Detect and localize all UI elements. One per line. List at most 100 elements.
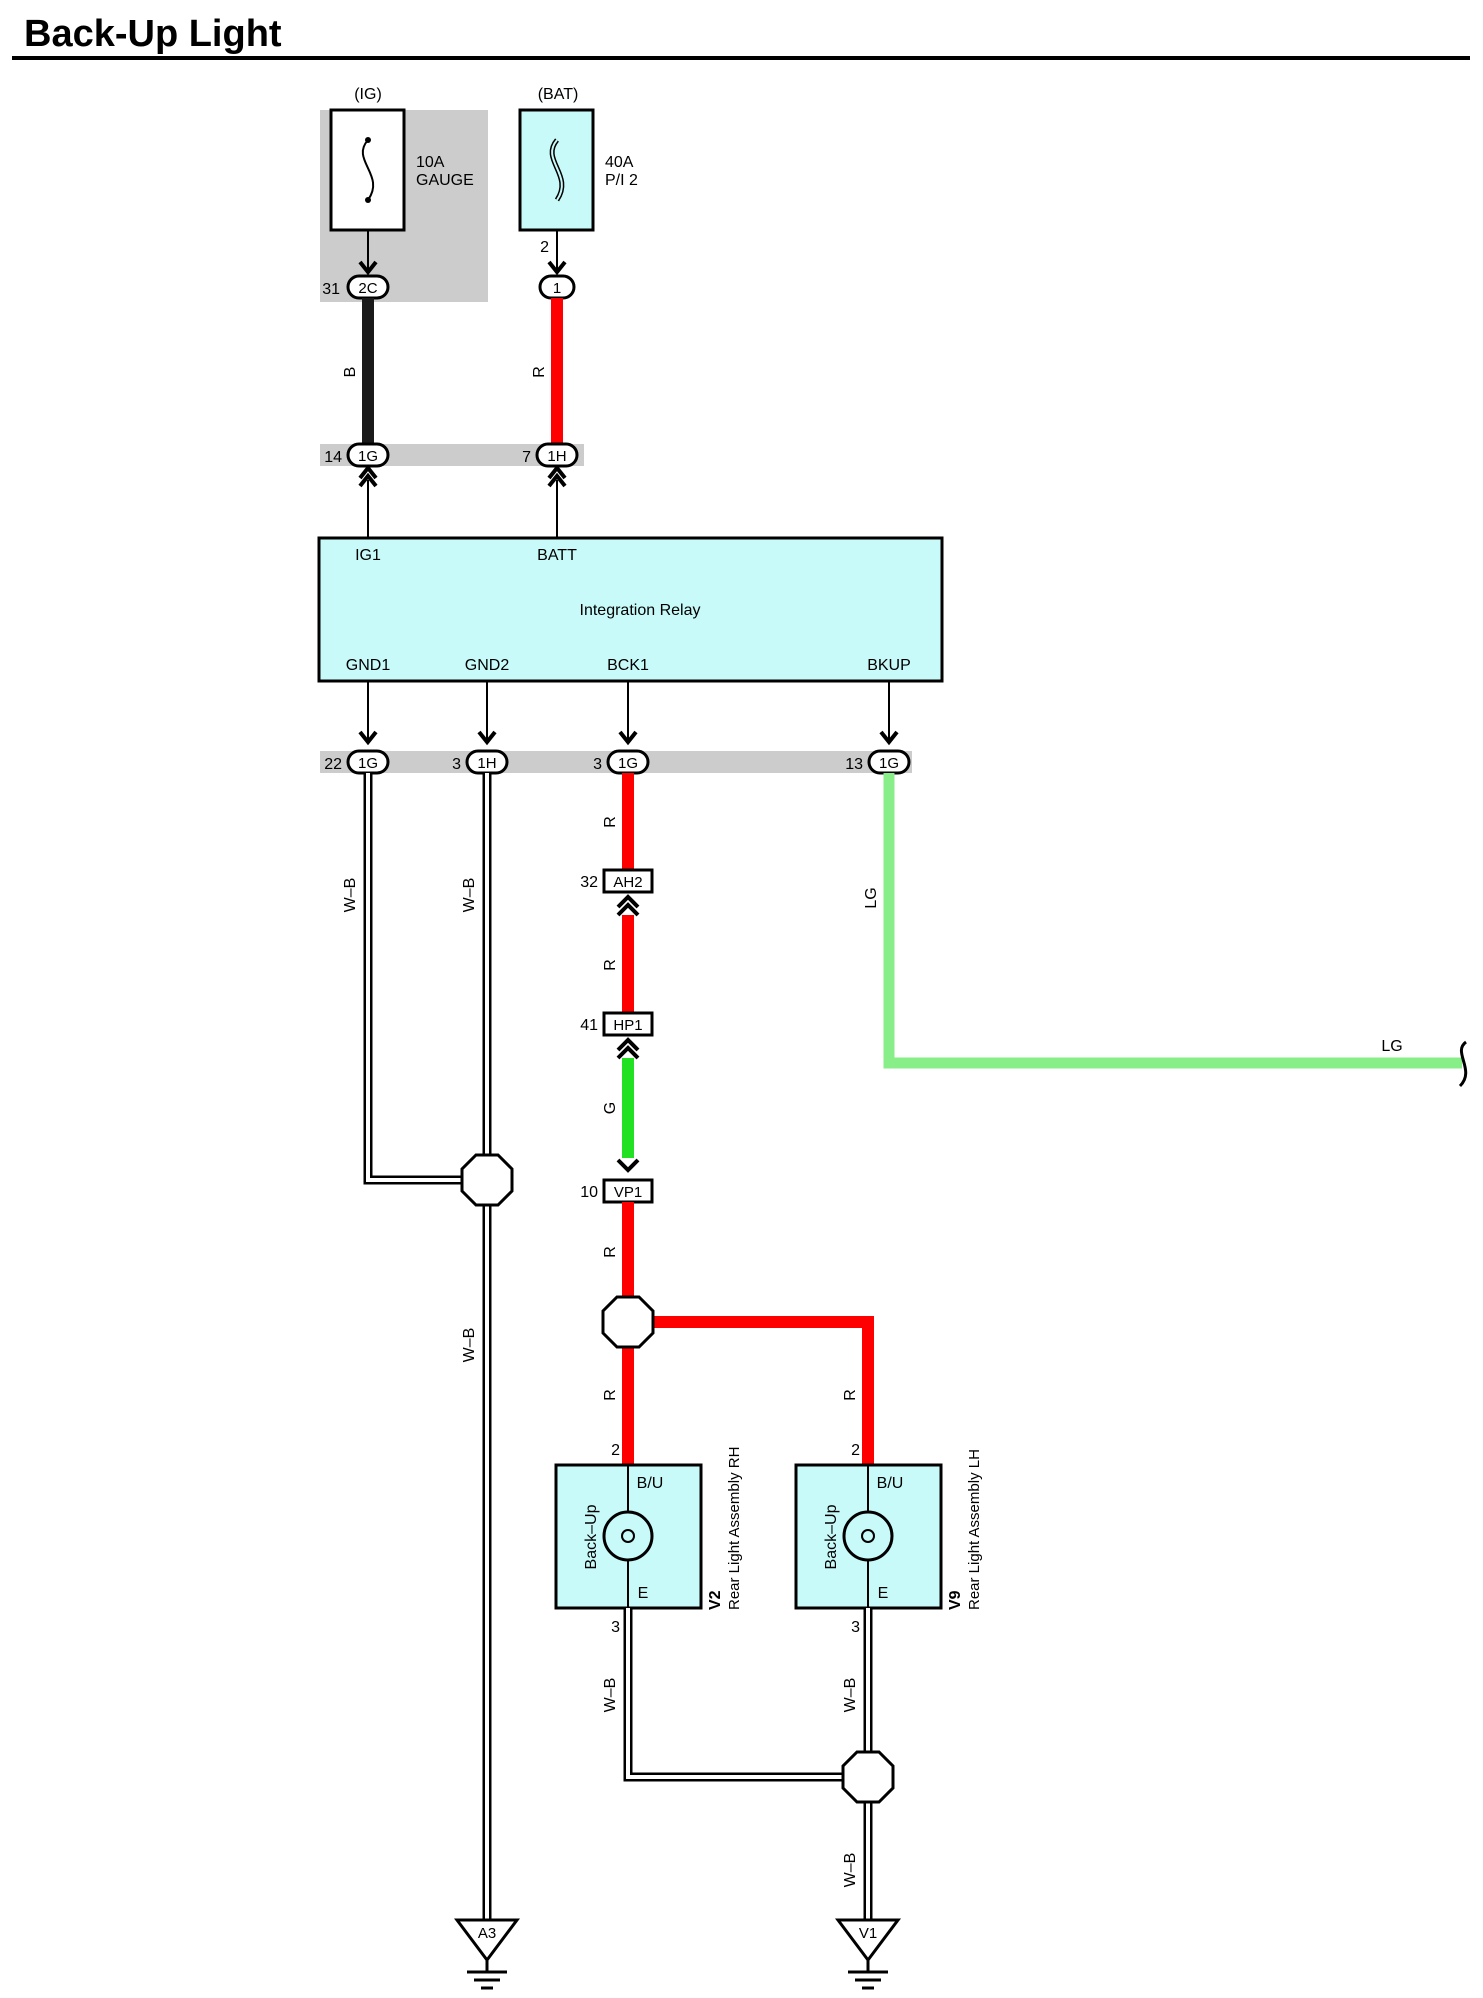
wire-wb-rh <box>623 1608 848 1782</box>
ground-a3-label: A3 <box>478 1925 496 1942</box>
wire-r-label: R <box>602 959 619 971</box>
lamp-lh-pin-top: 2 <box>851 1442 860 1459</box>
lamp-rh-bulb-label: Back–Up <box>583 1504 600 1569</box>
wire-wb-label: W–B <box>342 878 359 913</box>
back-up-bulb-lh <box>842 1510 894 1562</box>
integration-relay <box>317 536 944 683</box>
gauge-fuse <box>329 108 406 232</box>
connector-1g-bck1-pin: 3 <box>593 756 602 773</box>
connector-2c-pin: 31 <box>322 281 340 298</box>
pi2-fuse-rating: 40A <box>605 154 634 171</box>
gauge-fuse-element <box>361 139 375 201</box>
connector-1g-gnd1-label: 1G <box>358 755 378 772</box>
connector-1g-bkup-label: 1G <box>879 755 899 772</box>
plug-arrow <box>616 1045 640 1060</box>
gauge-fuse-name: GAUGE <box>416 172 474 189</box>
pi2-fuse-element-inner <box>551 139 563 201</box>
connector-2c-label: 2C <box>358 280 377 297</box>
ground-v1-label: V1 <box>859 1925 877 1942</box>
connector-1g-bkup-pin: 13 <box>845 756 863 773</box>
relay-gnd2-label: GND2 <box>465 657 510 674</box>
connector-hp1 <box>602 1011 654 1037</box>
wire-wb-label: W–B <box>842 1678 859 1713</box>
relay-ig1-label: IG1 <box>355 547 381 564</box>
wire-continuation-mark <box>1458 1040 1468 1088</box>
relay-bkup-label: BKUP <box>867 657 911 674</box>
connector-ah2 <box>602 868 654 894</box>
connector-1h-label: 1H <box>547 448 566 465</box>
ground-v1 <box>835 1918 901 1990</box>
plug-arrow <box>618 730 638 746</box>
relay-name: Integration Relay <box>580 602 701 619</box>
lamp-rh-pin-top: 2 <box>611 1442 620 1459</box>
plug-arrow <box>477 730 497 746</box>
wire-r-label: R <box>602 816 619 828</box>
fuse-terminal-dot <box>365 137 371 143</box>
relay-batt-label: BATT <box>537 547 577 564</box>
wire-lg-label: LG <box>863 887 880 908</box>
plug-arrow <box>358 730 378 746</box>
lamp-rh-bu-label: B/U <box>637 1475 664 1492</box>
lamp-ground-junction <box>841 1750 895 1804</box>
plug-arrow <box>547 260 567 276</box>
connector-1h-pin: 7 <box>522 449 531 466</box>
connector-1g-bck1-label: 1G <box>618 755 638 772</box>
lamp-rh-e-label: E <box>638 1585 649 1602</box>
wire-lg-label-horizontal: LG <box>1381 1038 1402 1055</box>
plug-arrow <box>358 464 378 480</box>
wire-g-label: G <box>602 1102 619 1114</box>
connector-vp1-label: VP1 <box>614 1184 642 1201</box>
bulb-filament <box>861 1529 875 1543</box>
back-up-bulb-rh <box>602 1510 654 1562</box>
wire-wb-gnd1 <box>363 773 486 1185</box>
connector-vp1-pin: 10 <box>580 1184 598 1201</box>
wire-lg <box>883 773 1462 1069</box>
wire-r-label: R <box>602 1246 619 1258</box>
fuse-terminal-dot <box>365 197 371 203</box>
bat-source-label: (BAT) <box>538 86 579 103</box>
wire-wb-label: W–B <box>461 878 478 913</box>
connector-1h-gnd2-pin: 3 <box>452 756 461 773</box>
plug-arrow <box>358 260 378 276</box>
wire-r-label: R <box>602 1389 619 1401</box>
connector-ah2-label: AH2 <box>613 874 642 891</box>
pi2-terminal-label: 2 <box>540 239 549 256</box>
ground-a3 <box>454 1918 520 1990</box>
wire-r-label: R <box>842 1389 859 1401</box>
lamp-rh-name: Rear Light Assembly RH <box>726 1447 743 1610</box>
plug-arrow <box>616 902 640 917</box>
connector-1-label: 1 <box>553 280 561 297</box>
lamp-rh-pin-bottom: 3 <box>611 1619 620 1636</box>
lamp-lh-e-label: E <box>878 1585 889 1602</box>
relay-bck1-label: BCK1 <box>607 657 649 674</box>
lamp-lh-name: Rear Light Assembly LH <box>966 1449 983 1610</box>
wire-wb-label: W–B <box>602 1678 619 1713</box>
plug-arrow <box>358 472 378 488</box>
wire-r-label: R <box>531 366 548 378</box>
wire-wb-label: W–B <box>461 1328 478 1363</box>
relay-gnd1-label: GND1 <box>346 657 391 674</box>
connector-hp1-pin: 41 <box>580 1017 598 1034</box>
connector-1h-gnd2-label: 1H <box>477 755 496 772</box>
plug-arrow <box>616 1158 640 1173</box>
wire-wb-label: W–B <box>842 1853 859 1888</box>
plug-arrow <box>547 464 567 480</box>
lamp-lh-bu-label: B/U <box>877 1475 904 1492</box>
connector-ah2-pin: 32 <box>580 874 598 891</box>
ground-junction <box>460 1153 514 1207</box>
connector-1g-gnd1-pin: 22 <box>324 756 342 773</box>
connector-1g-label: 1G <box>358 448 378 465</box>
lamp-lh-bulb-label: Back–Up <box>823 1504 840 1569</box>
pi2-fuse-name: P/I 2 <box>605 172 638 189</box>
plug-arrow <box>547 472 567 488</box>
connector-hp1-label: HP1 <box>613 1017 642 1034</box>
ig-source-label: (IG) <box>354 86 382 103</box>
page-title: Back-Up Light <box>24 13 282 55</box>
wire-r-to-lh <box>628 1316 874 1465</box>
plug-arrow <box>616 1037 640 1052</box>
wire-b-label: B <box>342 367 359 378</box>
plug-arrow <box>616 894 640 909</box>
lamp-rh-id: V2 <box>707 1590 724 1610</box>
lamp-lh-id: V9 <box>947 1590 964 1610</box>
